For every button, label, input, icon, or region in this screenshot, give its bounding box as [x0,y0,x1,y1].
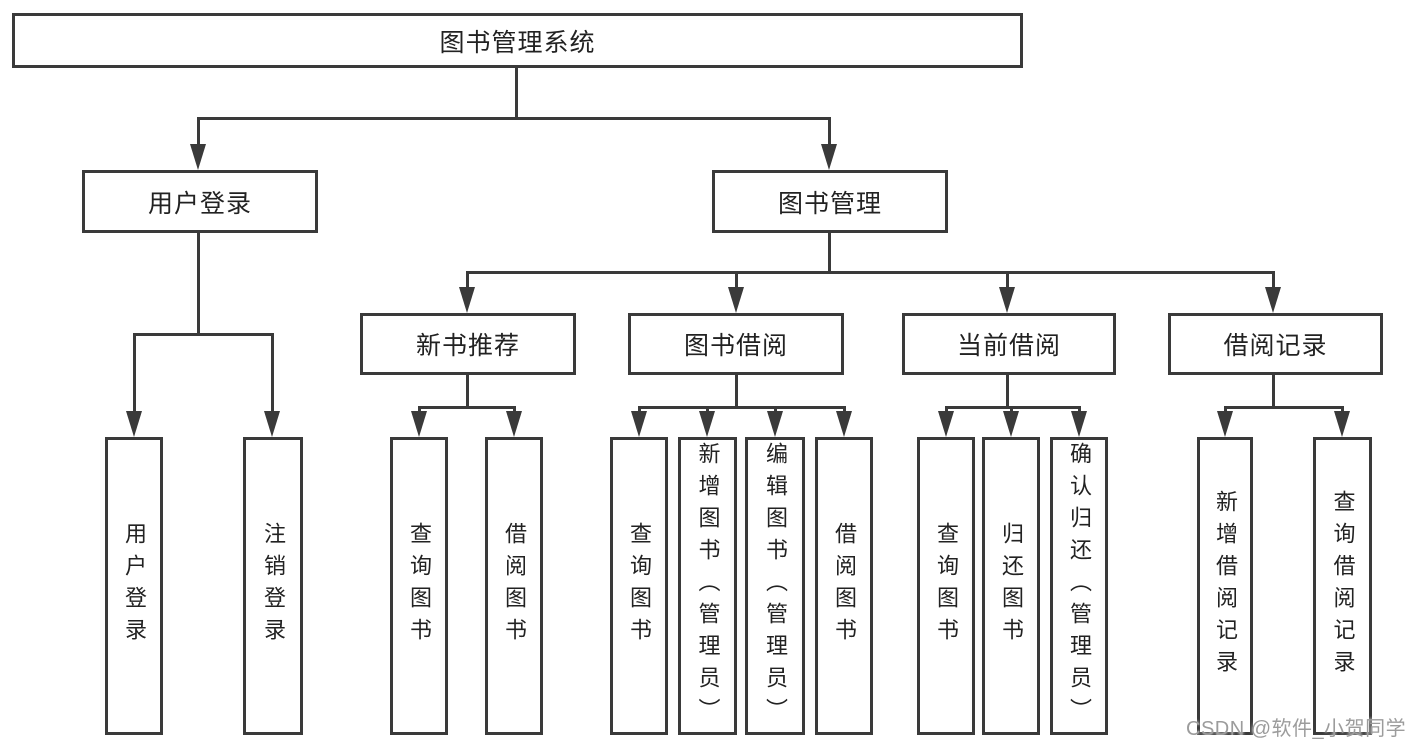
leaf-edit-books-admin: 编辑图书（管理员） [745,437,805,735]
connector-drop-query-borrow-record [1341,406,1344,413]
connector-drop-borrow-books-2 [843,406,846,413]
connector-book-mgmt-stem [828,233,831,274]
connector-drop-leaf-user-login [133,333,136,413]
connector-drop-confirm-return [1078,406,1081,413]
connector-new-book-rec-rail [418,406,516,409]
connector-drop-new-book-rec [466,271,469,289]
node-user-login: 用户登录 [82,170,318,233]
node-current-borrow: 当前借阅 [902,313,1116,375]
leaf-add-borrow-record: 新增借阅记录 [1197,437,1253,735]
connector-drop-query-books-2 [638,406,641,413]
arrowhead-query-books-1 [411,411,427,437]
arrowhead-add-borrow-record [1217,411,1233,437]
connector-drop-add-borrow-record [1224,406,1227,413]
leaf-query-books-1: 查询图书 [390,437,448,735]
leaf-query-books-2: 查询图书 [610,437,668,735]
leaf-logout-login: 注销登录 [243,437,303,735]
arrowhead-confirm-return [1071,411,1087,437]
leaf-user-login: 用户登录 [105,437,163,735]
connector-drop-book-mgmt [828,117,831,146]
arrowhead-current-borrow [999,287,1015,313]
connector-borrow-records-stem [1272,375,1275,408]
connector-user-login-rail [133,333,274,336]
connector-drop-book-borrow [735,271,738,289]
connector-drop-edit-books [774,406,777,413]
connector-drop-user-login [197,117,200,146]
csdn-watermark: CSDN @软件_小贺同学 [1186,718,1405,740]
node-root: 图书管理系统 [12,13,1023,68]
connector-book-mgmt-rail [466,271,1275,274]
arrowhead-new-book-rec [459,287,475,313]
connector-borrow-records-rail [1224,406,1344,409]
connector-root-stem [515,68,518,119]
arrowhead-borrow-books-2 [836,411,852,437]
leaf-add-books-admin: 新增图书（管理员） [678,437,737,735]
connector-new-book-rec-stem [466,375,469,408]
arrowhead-leaf-logout [264,411,280,437]
leaf-query-books-3: 查询图书 [917,437,975,735]
connector-drop-return-books [1010,406,1013,413]
leaf-borrow-books-2: 借阅图书 [815,437,873,735]
arrowhead-return-books [1003,411,1019,437]
node-new-book-recommend: 新书推荐 [360,313,576,375]
connector-root-rail [197,117,831,120]
node-book-borrow: 图书借阅 [628,313,844,375]
arrowhead-query-books-2 [631,411,647,437]
arrowhead-borrow-books-1 [506,411,522,437]
arrowhead-query-books-3 [938,411,954,437]
connector-drop-current-borrow [1006,271,1009,289]
arrowhead-leaf-user-login [126,411,142,437]
connector-book-borrow-stem [735,375,738,408]
connector-current-borrow-stem [1006,375,1009,408]
connector-drop-query-books-1 [418,406,421,413]
arrowhead-query-borrow-record [1334,411,1350,437]
arrowhead-add-books [699,411,715,437]
arrowhead-book-borrow [728,287,744,313]
arrowhead-book-mgmt [821,144,837,170]
arrowhead-borrow-records [1265,287,1281,313]
node-book-mgmt: 图书管理 [712,170,948,233]
connector-drop-query-books-3 [945,406,948,413]
connector-drop-leaf-logout [271,333,274,413]
leaf-return-books: 归还图书 [982,437,1040,735]
connector-drop-borrow-books-1 [513,406,516,413]
connector-drop-borrow-records [1272,271,1275,289]
connector-drop-add-books [706,406,709,413]
leaf-confirm-return-admin: 确认归还（管理员） [1050,437,1108,735]
connector-book-borrow-rail [638,406,846,409]
arrowhead-user-login [190,144,206,170]
leaf-query-borrow-record: 查询借阅记录 [1313,437,1372,735]
connector-user-login-stem [197,233,200,336]
arrowhead-edit-books [767,411,783,437]
leaf-borrow-books-1: 借阅图书 [485,437,543,735]
node-borrow-records: 借阅记录 [1168,313,1383,375]
